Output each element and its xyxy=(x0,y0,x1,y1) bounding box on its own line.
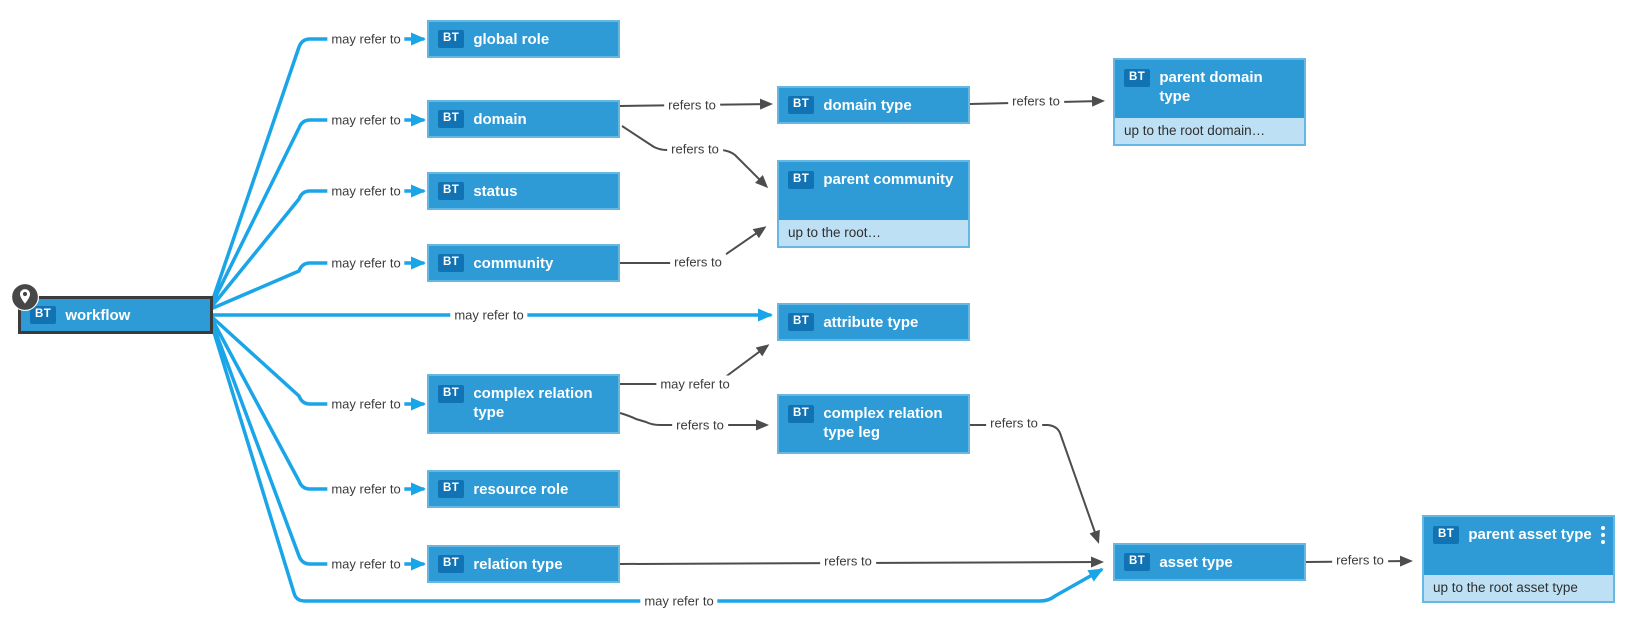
edge-workflow-global-role xyxy=(211,32,426,301)
node-resource-role[interactable]: BT resource role xyxy=(427,470,620,508)
node-domain[interactable]: BT domain xyxy=(427,100,620,138)
node-title: parent community xyxy=(823,171,954,188)
node-asset-type[interactable]: BT asset type xyxy=(1113,543,1306,581)
node-header: BT parent asset type xyxy=(1424,517,1613,575)
node-parent-asset-type[interactable]: BT parent asset type up to the root asse… xyxy=(1422,515,1615,603)
node-title: resource role xyxy=(473,480,569,498)
node-title: community xyxy=(473,254,554,272)
bt-badge: BT xyxy=(788,96,815,114)
node-title: parent asset type xyxy=(1468,526,1592,543)
location-pin-icon xyxy=(10,283,39,311)
edge-workflow-status xyxy=(211,184,426,307)
edge-workflow-community xyxy=(211,256,426,310)
node-attribute-type[interactable]: BT attribute type xyxy=(777,303,970,341)
node-header: BT parent domain type xyxy=(1115,60,1304,118)
bt-badge: BT xyxy=(438,254,465,272)
edge-workflow-resource-role xyxy=(211,319,426,496)
edge-label: refers to xyxy=(672,416,728,434)
node-title: status xyxy=(473,182,518,200)
node-title: global role xyxy=(473,30,550,48)
node-title: domain xyxy=(473,110,527,128)
bt-badge: BT xyxy=(438,555,465,573)
node-community[interactable]: BT community xyxy=(427,244,620,282)
bt-badge: BT xyxy=(30,306,57,324)
bt-badge: BT xyxy=(788,313,815,331)
node-header: BT parent community xyxy=(779,162,968,220)
node-title: complex relation type leg xyxy=(823,405,943,441)
edge-workflow-complex-relation-type xyxy=(211,316,426,411)
node-complex-relation-type[interactable]: BT complex relation type xyxy=(427,374,620,434)
bt-badge: BT xyxy=(788,171,815,189)
bt-badge: BT xyxy=(1124,69,1151,87)
edge-label: may refer to xyxy=(450,306,528,324)
node-title: attribute type xyxy=(823,313,919,331)
edge-label: refers to xyxy=(1332,551,1388,569)
edge-label: may refer to xyxy=(327,182,405,200)
bt-badge: BT xyxy=(438,110,465,128)
edge-label: may refer to xyxy=(327,480,405,498)
edge-workflow-relation-type xyxy=(211,323,426,571)
node-title: relation type xyxy=(473,555,563,573)
edge-leg-asset-type xyxy=(970,424,1100,544)
node-workflow[interactable]: BT workflow xyxy=(10,283,213,334)
bt-badge: BT xyxy=(438,480,465,498)
node-subtext: up to the root… xyxy=(779,220,968,246)
bt-badge: BT xyxy=(788,405,815,423)
node-title: asset type xyxy=(1159,553,1233,571)
edge-workflow-domain xyxy=(211,113,426,304)
edge-label: may refer to xyxy=(327,111,405,129)
edge-label: refers to xyxy=(986,414,1042,432)
node-status[interactable]: BT status xyxy=(427,172,620,210)
bt-badge: BT xyxy=(438,385,465,403)
node-title: complex relation type xyxy=(473,385,593,421)
node-parent-community[interactable]: BT parent community up to the root… xyxy=(777,160,970,248)
bt-badge: BT xyxy=(438,30,465,48)
node-parent-domain-type[interactable]: BT parent domain type up to the root dom… xyxy=(1113,58,1306,146)
node-complex-relation-type-leg[interactable]: BT complex relation type leg xyxy=(777,394,970,454)
node-domain-type[interactable]: BT domain type xyxy=(777,86,970,124)
edge-label: refers to xyxy=(1008,92,1064,110)
node-global-role[interactable]: BT global role xyxy=(427,20,620,58)
edge-label: may refer to xyxy=(327,254,405,272)
edge-label: may refer to xyxy=(327,555,405,573)
kebab-menu-icon[interactable] xyxy=(1601,526,1605,544)
edge-complex-relation-type-leg-edge xyxy=(619,412,769,431)
node-title: workflow xyxy=(65,306,131,324)
edge-label: refers to xyxy=(820,552,876,570)
bt-badge: BT xyxy=(438,182,465,200)
edge-label: may refer to xyxy=(656,375,734,393)
node-subtext: up to the root asset type xyxy=(1424,575,1613,601)
node-title: parent domain type xyxy=(1159,69,1263,105)
node-title: domain type xyxy=(823,96,912,114)
node-relation-type[interactable]: BT relation type xyxy=(427,545,620,583)
edge-label: may refer to xyxy=(640,592,718,610)
node-subtext: up to the root domain… xyxy=(1115,118,1304,144)
edge-label: may refer to xyxy=(327,30,405,48)
bt-badge: BT xyxy=(1124,553,1151,571)
edge-label: may refer to xyxy=(327,395,405,413)
bt-badge: BT xyxy=(1433,526,1460,544)
edge-label: refers to xyxy=(667,140,723,158)
edge-label: refers to xyxy=(670,253,726,271)
edge-label: refers to xyxy=(664,96,720,114)
